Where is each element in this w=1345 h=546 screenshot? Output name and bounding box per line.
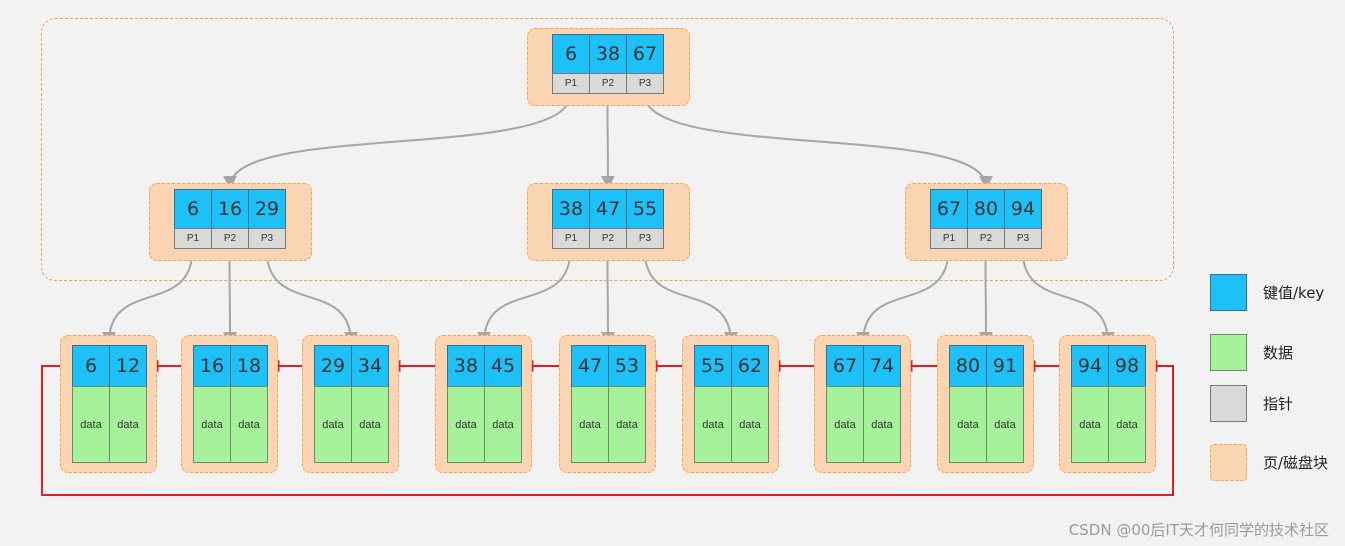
- leaf-node-8-key: 91: [986, 345, 1024, 387]
- internal-node-2-pointer: P3: [626, 228, 664, 249]
- internal-node-1-key: 16: [211, 189, 249, 229]
- leaf-node-9-data: data: [1071, 386, 1109, 463]
- leaf-node-2-key: 18: [230, 345, 268, 387]
- legend-item-key: 键值/key: [1210, 274, 1324, 311]
- root-to-internal-arrow: [223, 93, 572, 190]
- internal-to-leaf-arrow: [643, 248, 738, 346]
- internal-to-leaf-arrow: [477, 248, 572, 346]
- leaf-node-3-data: data: [351, 386, 389, 463]
- internal-to-leaf-arrow: [1021, 248, 1115, 346]
- leaf-node-6-data: data: [731, 386, 769, 463]
- legend-label-key: 键值/key: [1263, 284, 1325, 302]
- legend-swatch-pointer: [1210, 385, 1247, 422]
- internal-node-3-pointer: P2: [967, 228, 1005, 249]
- leaf-node-4-key: 38: [447, 345, 485, 387]
- internal-to-leaf-arrow: [600, 248, 615, 346]
- leaf-node-7-data: data: [863, 386, 901, 463]
- internal-node-1-key: 29: [248, 189, 286, 229]
- leaf-node-7-key: 67: [826, 345, 864, 387]
- leaf-node-5-key: 47: [571, 345, 609, 387]
- legend-item-page: 页/磁盘块: [1210, 444, 1328, 481]
- internal-node-3-pointer: P3: [1004, 228, 1042, 249]
- leaf-node-2-key: 16: [193, 345, 231, 387]
- leaf-node-4-data: data: [484, 386, 522, 463]
- internal-node-1-key: 6: [174, 189, 212, 229]
- leaf-node-5-key: 53: [608, 345, 646, 387]
- legend-label-pointer: 指针: [1263, 395, 1294, 413]
- leaf-node-1-key: 12: [109, 345, 147, 387]
- legend-label-data: 数据: [1263, 344, 1294, 362]
- leaf-node-1-key: 6: [72, 345, 110, 387]
- internal-to-leaf-arrow: [856, 248, 950, 346]
- leaf-node-4-data: data: [447, 386, 485, 463]
- internal-to-leaf-arrow: [265, 248, 358, 346]
- root-to-internal-arrow: [643, 93, 993, 190]
- internal-node-2-pointer: P2: [589, 228, 627, 249]
- internal-node-1-pointer: P1: [174, 228, 212, 249]
- legend-item-data: 数据: [1210, 334, 1293, 371]
- leaf-node-2-data: data: [193, 386, 231, 463]
- leaf-node-9-key: 98: [1108, 345, 1146, 387]
- leaf-node-6-data: data: [694, 386, 732, 463]
- leaf-node-6-key: 62: [731, 345, 769, 387]
- internal-node-1-pointer: P2: [211, 228, 249, 249]
- root-node-key: 6: [552, 34, 590, 74]
- leaf-node-9-key: 94: [1071, 345, 1109, 387]
- leaf-node-1-data: data: [109, 386, 147, 463]
- leaf-node-8-key: 80: [949, 345, 987, 387]
- legend-swatch-key: [1210, 274, 1247, 311]
- internal-node-2-key: 55: [626, 189, 664, 229]
- root-node-pointer: P3: [626, 73, 664, 94]
- internal-node-1-pointer: P3: [248, 228, 286, 249]
- legend-item-pointer: 指针: [1210, 385, 1293, 422]
- internal-node-3-key: 80: [967, 189, 1005, 229]
- internal-node-3-pointer: P1: [930, 228, 968, 249]
- root-node-pointer: P2: [589, 73, 627, 94]
- root-node-key: 67: [626, 34, 664, 74]
- leaf-node-5-data: data: [571, 386, 609, 463]
- leaf-node-4-key: 45: [484, 345, 522, 387]
- leaf-node-8-data: data: [949, 386, 987, 463]
- internal-node-2-pointer: P1: [552, 228, 590, 249]
- legend-swatch-data: [1210, 334, 1247, 371]
- internal-node-3-key: 67: [930, 189, 968, 229]
- legend-label-page: 页/磁盘块: [1263, 454, 1329, 472]
- root-to-internal-arrow: [600, 93, 615, 190]
- leaf-node-5-data: data: [608, 386, 646, 463]
- legend-swatch-page: [1210, 444, 1247, 481]
- watermark: CSDN @00后IT天才何同学的技术社区: [1068, 521, 1329, 539]
- internal-to-leaf-arrow: [222, 248, 237, 346]
- leaf-node-9-data: data: [1108, 386, 1146, 463]
- internal-to-leaf-arrow: [978, 248, 993, 346]
- leaf-node-2-data: data: [230, 386, 268, 463]
- leaf-node-3-key: 29: [314, 345, 352, 387]
- leaf-node-1-data: data: [72, 386, 110, 463]
- leaf-node-8-data: data: [986, 386, 1024, 463]
- root-node-key: 38: [589, 34, 627, 74]
- leaf-node-7-key: 74: [863, 345, 901, 387]
- leaf-node-3-key: 34: [351, 345, 389, 387]
- leaf-node-3-data: data: [314, 386, 352, 463]
- internal-to-leaf-arrow: [102, 248, 194, 346]
- internal-node-2-key: 38: [552, 189, 590, 229]
- root-node-pointer: P1: [552, 73, 590, 94]
- internal-node-2-key: 47: [589, 189, 627, 229]
- leaf-node-6-key: 55: [694, 345, 732, 387]
- internal-node-3-key: 94: [1004, 189, 1042, 229]
- leaf-node-7-data: data: [826, 386, 864, 463]
- leaf-wraparound-link: [41, 360, 1174, 496]
